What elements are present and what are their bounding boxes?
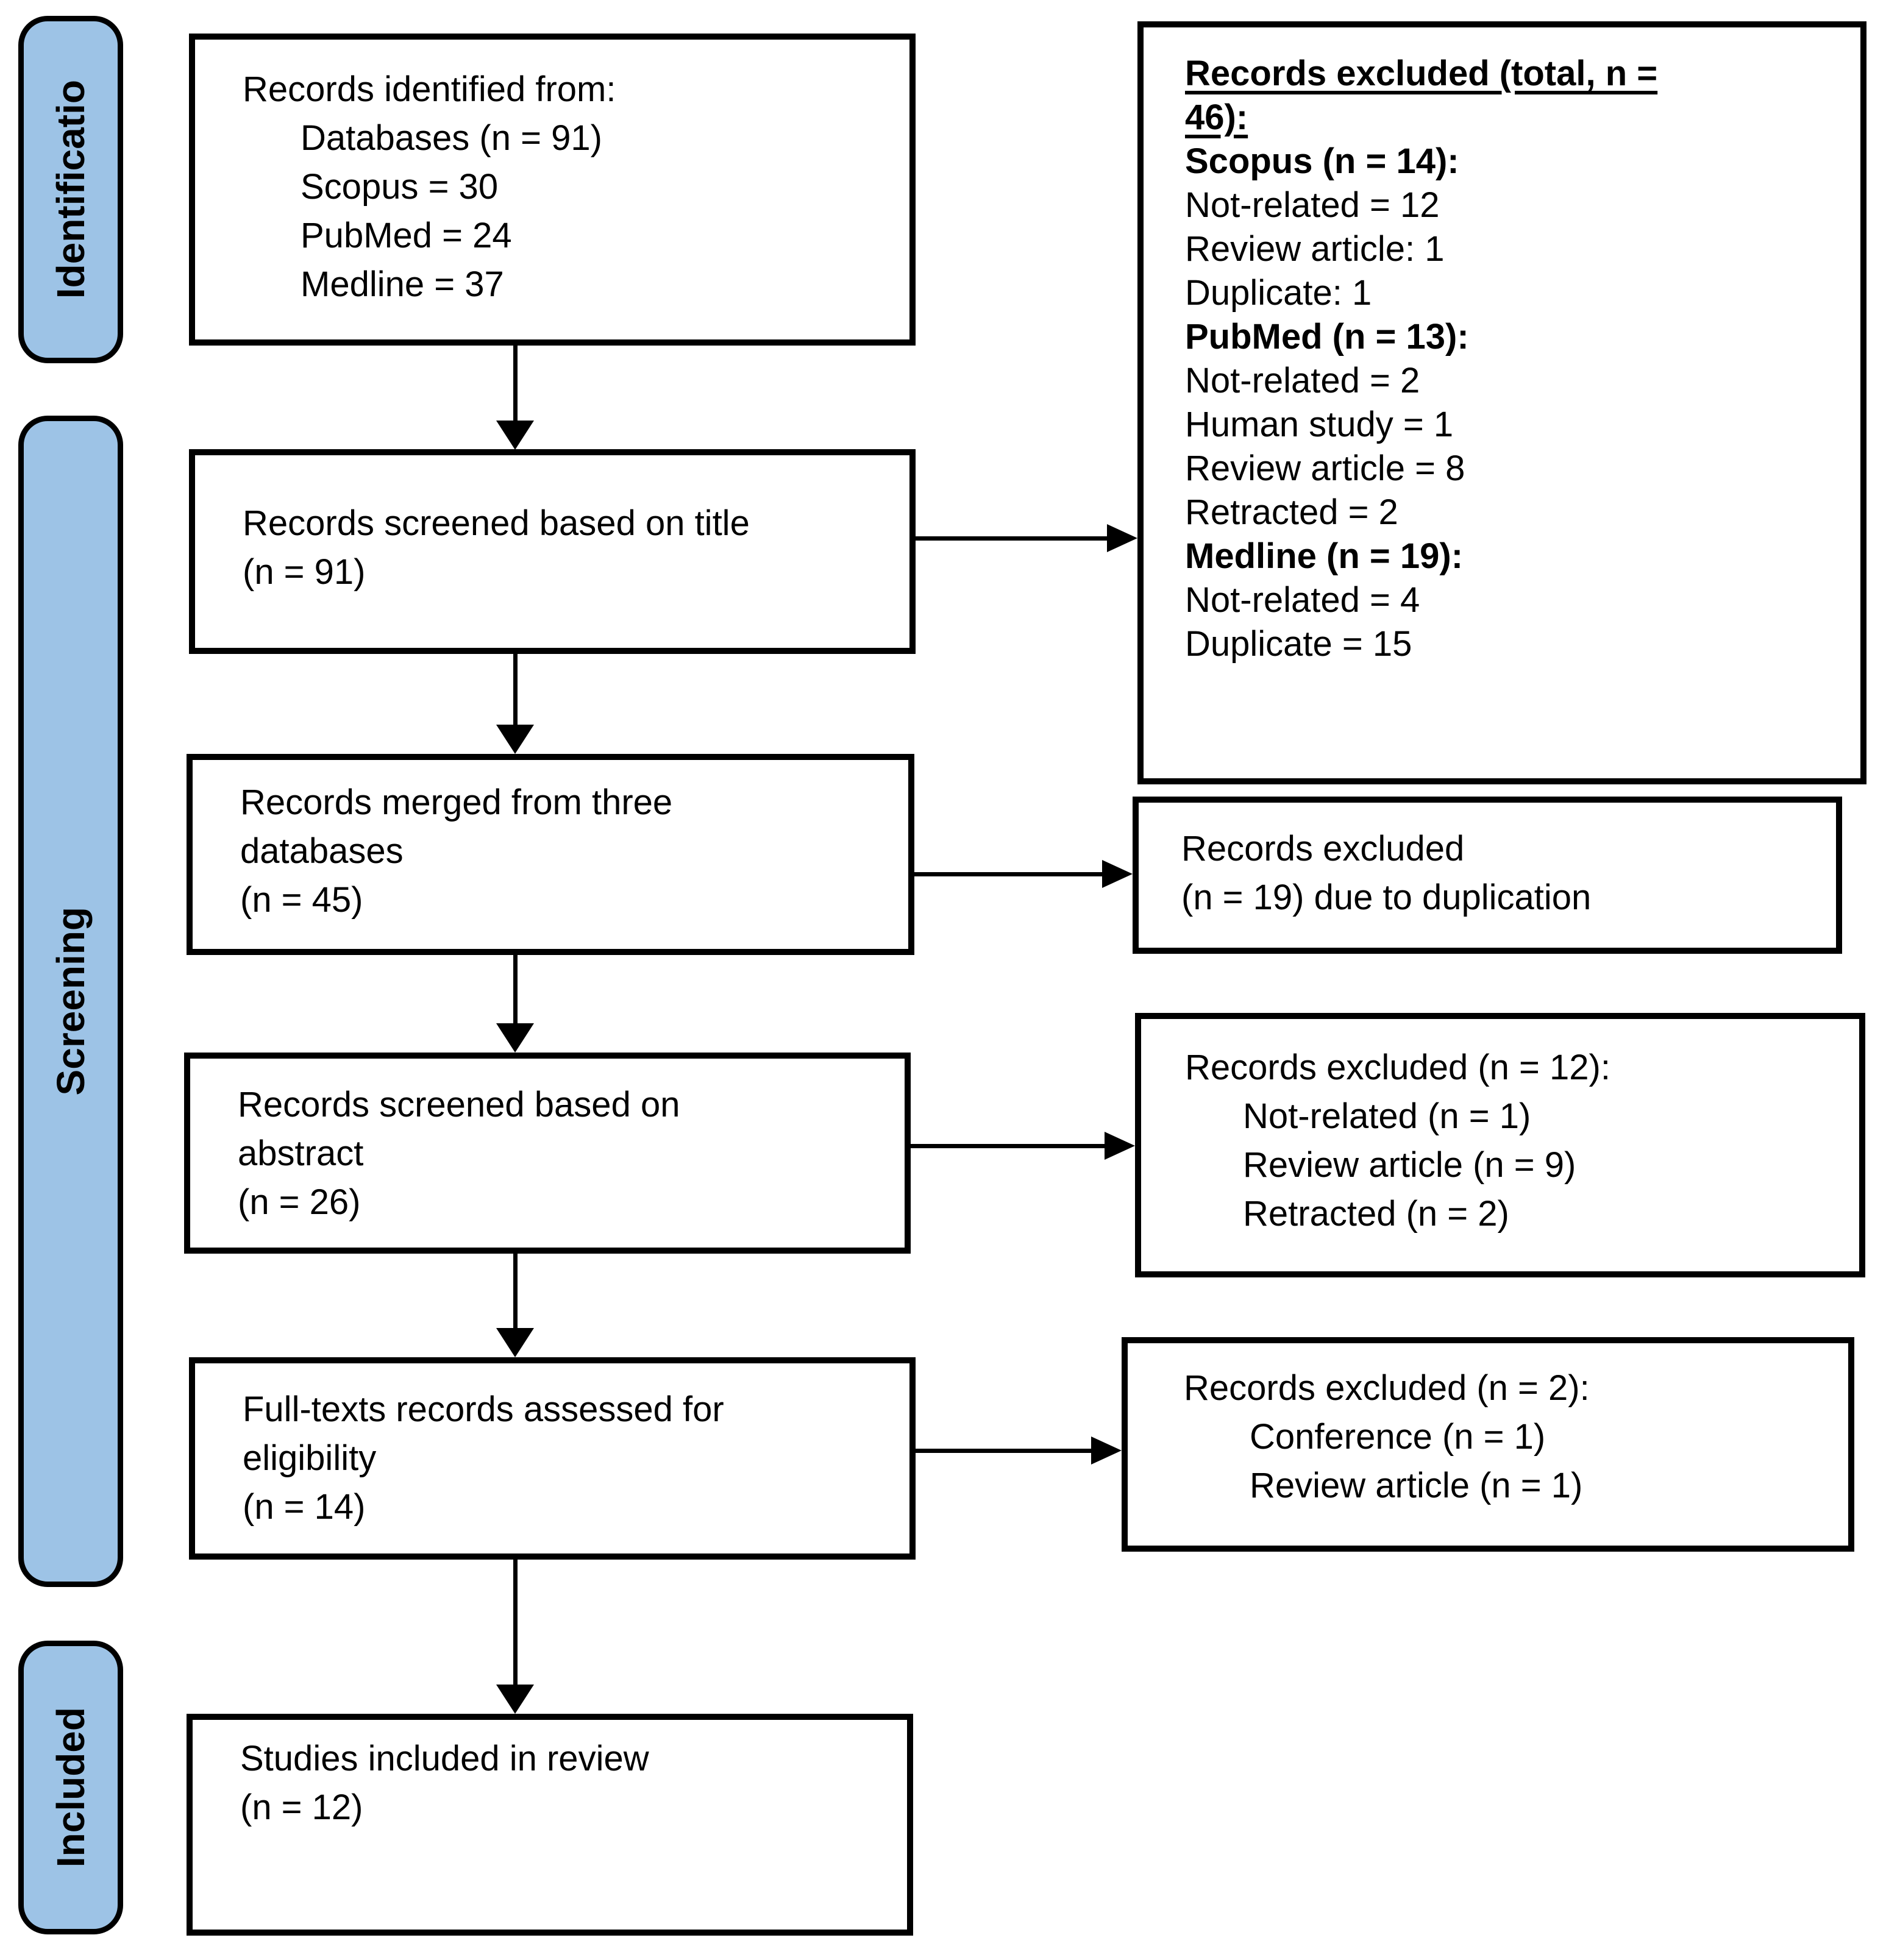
stage-label-included: Included <box>49 1707 93 1868</box>
box-text-line: Records merged from three <box>240 783 673 822</box>
box-text-line: Retracted = 2 <box>1185 492 1398 532</box>
stage-label-screening: Screening <box>49 907 93 1096</box>
arrow-screened-title-to-merged-line <box>513 653 518 727</box>
arrow-down-icon <box>496 1685 534 1714</box>
box-text-line: Review article: 1 <box>1185 229 1445 269</box>
box-text-line: Scopus (n = 14): <box>1185 141 1459 181</box>
arrow-merged-to-excluded-duplication-line <box>914 872 1103 876</box>
box-text-line: Medline = 37 <box>301 265 504 304</box>
box-text-line: databases <box>240 831 404 871</box>
box-text-line: abstract <box>238 1134 364 1173</box>
exclusion-box-duplication: Records excluded (n = 19) due to duplica… <box>1133 797 1842 954</box>
arrow-right-icon <box>1091 1436 1122 1465</box>
box-text-line: Not-related = 12 <box>1185 185 1440 225</box>
box-text-line: (n = 14) <box>243 1487 366 1527</box>
arrow-identified-to-screened-title-line <box>513 344 518 422</box>
flow-box-studies-included: Studies included in review (n = 12) <box>187 1714 913 1936</box>
flow-box-records-screened-title: Records screened based on title (n = 91) <box>189 449 916 654</box>
box-text-line: Not-related = 2 <box>1185 361 1420 400</box>
box-text-line: Records excluded <box>1181 829 1465 868</box>
box-text-line: (n = 91) <box>243 552 366 592</box>
arrow-screened-abstract-to-fulltext-line <box>513 1252 518 1330</box>
arrow-down-icon <box>496 1023 534 1053</box>
box-text-line: Records identified from: <box>243 69 616 109</box>
box-text-line: Review article (n = 1) <box>1250 1466 1583 1505</box>
arrow-down-icon <box>496 421 534 450</box>
box-text-line: Human study = 1 <box>1185 405 1454 444</box>
box-text-line: eligibility <box>243 1438 377 1478</box>
box-text-line: (n = 26) <box>238 1182 361 1222</box>
box-text-line: (n = 19) due to duplication <box>1181 878 1592 917</box>
box-text-line: Records screened based on <box>238 1085 680 1124</box>
box-text-line: 46): <box>1185 98 1248 137</box>
stage-bar-included: Included <box>18 1641 123 1934</box>
box-text-line: Retracted (n = 2) <box>1243 1194 1509 1234</box>
box-text-line: Review article (n = 9) <box>1243 1145 1576 1185</box>
arrow-down-icon <box>496 725 534 754</box>
stage-label-identification: Identificatio <box>49 80 93 299</box>
box-text-line: (n = 45) <box>240 880 363 920</box>
box-text-line: PubMed (n = 13): <box>1185 317 1469 357</box>
arrow-right-icon <box>1102 860 1133 888</box>
box-text-line: Records excluded (total, n = <box>1185 54 1658 93</box>
box-text-line: Conference (n = 1) <box>1250 1417 1546 1457</box>
stage-bar-identification: Identificatio <box>18 16 123 363</box>
exclusion-box-total: Records excluded (total, n = 46): Scopus… <box>1137 21 1866 784</box>
box-text-line: Not-related (n = 1) <box>1243 1096 1531 1136</box>
arrow-down-icon <box>496 1328 534 1357</box>
box-text-line: (n = 12) <box>240 1788 363 1827</box>
box-text-line: Not-related = 4 <box>1185 580 1420 620</box>
box-text-line: Scopus = 30 <box>301 167 499 207</box>
box-text-line: Full-texts records assessed for <box>243 1390 724 1429</box>
arrow-fulltext-to-included-line <box>513 1558 518 1686</box>
box-text-line: Duplicate = 15 <box>1185 624 1412 664</box>
box-text-line: Medline (n = 19): <box>1185 536 1464 576</box>
arrow-merged-to-screened-abstract-line <box>513 954 518 1026</box>
arrow-screened-title-to-excluded-total-line <box>916 536 1108 541</box>
arrow-right-icon <box>1107 524 1137 552</box>
box-text-line: Records screened based on title <box>243 503 750 543</box>
box-text-line: Duplicate: 1 <box>1185 273 1372 313</box>
box-text-line: Records excluded (n = 2): <box>1184 1368 1590 1408</box>
arrow-right-icon <box>1105 1132 1135 1160</box>
box-text-line: PubMed = 24 <box>301 216 512 255</box>
flow-box-records-merged: Records merged from three databases (n =… <box>187 754 914 955</box>
flow-box-records-identified: Records identified from: Databases (n = … <box>189 34 916 346</box>
box-text-line: Records excluded (n = 12): <box>1185 1048 1610 1087</box>
arrow-fulltext-to-excluded-fulltext-line <box>916 1449 1092 1453</box>
flow-box-records-screened-abstract: Records screened based on abstract (n = … <box>184 1053 911 1254</box>
flow-box-fulltext-assessed: Full-texts records assessed for eligibil… <box>189 1357 916 1560</box>
exclusion-box-abstract-reasons: Records excluded (n = 12): Not-related (… <box>1135 1013 1865 1277</box>
arrow-screened-abstract-to-excluded-abstract-line <box>911 1144 1106 1148</box>
exclusion-box-fulltext-reasons: Records excluded (n = 2): Conference (n … <box>1122 1337 1854 1552</box>
box-text-line: Databases (n = 91) <box>301 118 602 158</box>
stage-bar-screening: Screening <box>18 416 123 1587</box>
box-text-line: Studies included in review <box>240 1739 649 1778</box>
box-text-line: Review article = 8 <box>1185 449 1465 488</box>
